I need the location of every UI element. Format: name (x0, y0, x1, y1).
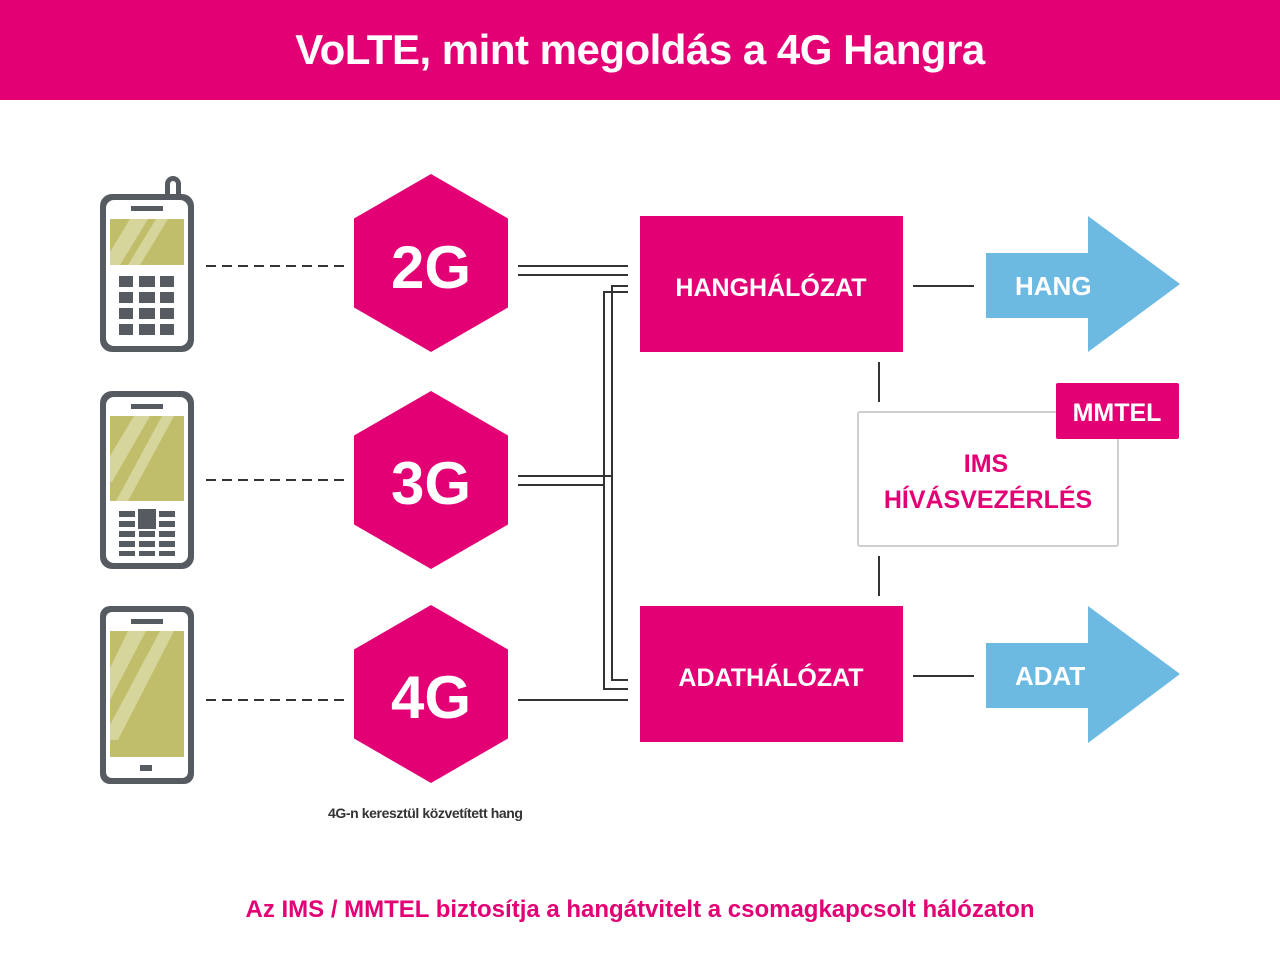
voice-output-label: HANG (1015, 271, 1092, 301)
hexagon-3g: 3G (354, 391, 508, 569)
mmtel-label: MMTEL (1073, 399, 1162, 427)
network-label-2g: 2G (391, 234, 471, 301)
voice-network-box: HANGHÁLÓZAT (640, 216, 903, 352)
header-bar: VoLTE, mint megoldás a 4G Hangra (0, 0, 1280, 100)
phone-3g-icon (100, 391, 194, 569)
ims-label: IMS (964, 450, 1008, 478)
hexagon-4g: 4G (354, 605, 508, 783)
hexagon-2g: 2G (354, 174, 508, 352)
phone-4g-icon (100, 606, 194, 784)
footer-note: Az IMS / MMTEL biztosítja a hangátvitelt… (245, 896, 1035, 923)
data-network-box: ADATHÁLÓZAT (640, 606, 903, 742)
phone-2g-icon (100, 176, 194, 352)
page-title: VoLTE, mint megoldás a 4G Hangra (295, 26, 985, 73)
network-label-3g: 3G (391, 450, 471, 517)
data-network-label: ADATHÁLÓZAT (678, 662, 863, 692)
mmtel-badge: MMTEL (1056, 383, 1179, 439)
network-label-4g: 4G (391, 664, 471, 731)
output-links (878, 285, 974, 677)
voice-over-4g-caption: 4G-n keresztül közvetített hang (328, 805, 523, 821)
voice-network-label: HANGHÁLÓZAT (675, 272, 866, 302)
data-output-label: ADAT (1015, 661, 1085, 691)
ims-box: IMS HÍVÁSVEZÉRLÉS (857, 411, 1119, 547)
dashed-links (206, 265, 345, 701)
call-control-label: HÍVÁSVEZÉRLÉS (884, 485, 1092, 514)
data-output-arrow: ADAT (986, 606, 1180, 743)
voice-output-arrow: HANG (986, 216, 1180, 352)
network-connectors (518, 265, 628, 701)
